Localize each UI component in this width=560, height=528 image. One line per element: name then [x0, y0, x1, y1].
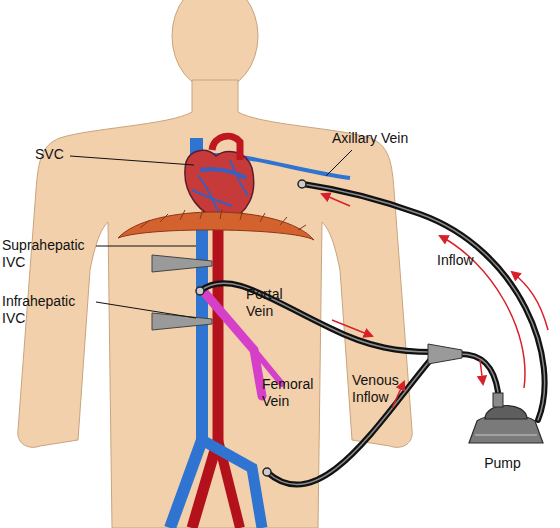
- body-silhouette: [18, 80, 412, 528]
- cannula: [196, 287, 204, 295]
- diaphragm-fibres: [140, 209, 306, 230]
- vessel-label: Axillary Vein: [332, 130, 442, 147]
- pump-node: Pump: [455, 385, 550, 477]
- vessel-label: Femoral Vein: [262, 376, 328, 410]
- vessel-label: SVC: [35, 146, 75, 163]
- bypass-tube: [303, 184, 545, 420]
- vessel-label: Infrahepatic IVC: [2, 293, 94, 327]
- leader-line: [70, 156, 194, 165]
- vessel-label: Inflow: [437, 252, 497, 269]
- tube-highlight: [460, 354, 498, 392]
- bypass-tube: [200, 283, 432, 352]
- leader-line: [96, 246, 196, 247]
- leader-line: [96, 302, 196, 318]
- node-label: Pump: [455, 455, 550, 472]
- flow-arrow: [322, 194, 350, 206]
- y-connector: [428, 344, 462, 364]
- vessel-label: Suprahepatic IVC: [2, 237, 94, 271]
- tube-highlight: [200, 283, 432, 352]
- pulmonary-artery: [200, 169, 246, 178]
- pump-highlight: [475, 434, 537, 436]
- femoral-vein: [202, 440, 262, 528]
- vessel-label: Portal Vein: [246, 286, 306, 320]
- pump-port: [493, 393, 503, 407]
- head: [172, 0, 258, 90]
- leader-line: [326, 150, 352, 176]
- vascular-clamp: [152, 255, 212, 272]
- coronary-vessels: [192, 160, 248, 218]
- bypass-tube: [460, 354, 498, 392]
- heart: [185, 150, 254, 222]
- pump-head: [485, 406, 527, 420]
- flow-arrow: [332, 320, 372, 336]
- diaphragm: [118, 212, 314, 240]
- vessel-label: Venous Inflow: [352, 372, 412, 406]
- flow-arrow: [512, 272, 548, 330]
- tube-highlight: [303, 184, 545, 420]
- flow-arrow: [480, 360, 483, 384]
- cannula: [263, 468, 271, 476]
- aortic-arch: [212, 136, 240, 160]
- cannula: [298, 180, 306, 188]
